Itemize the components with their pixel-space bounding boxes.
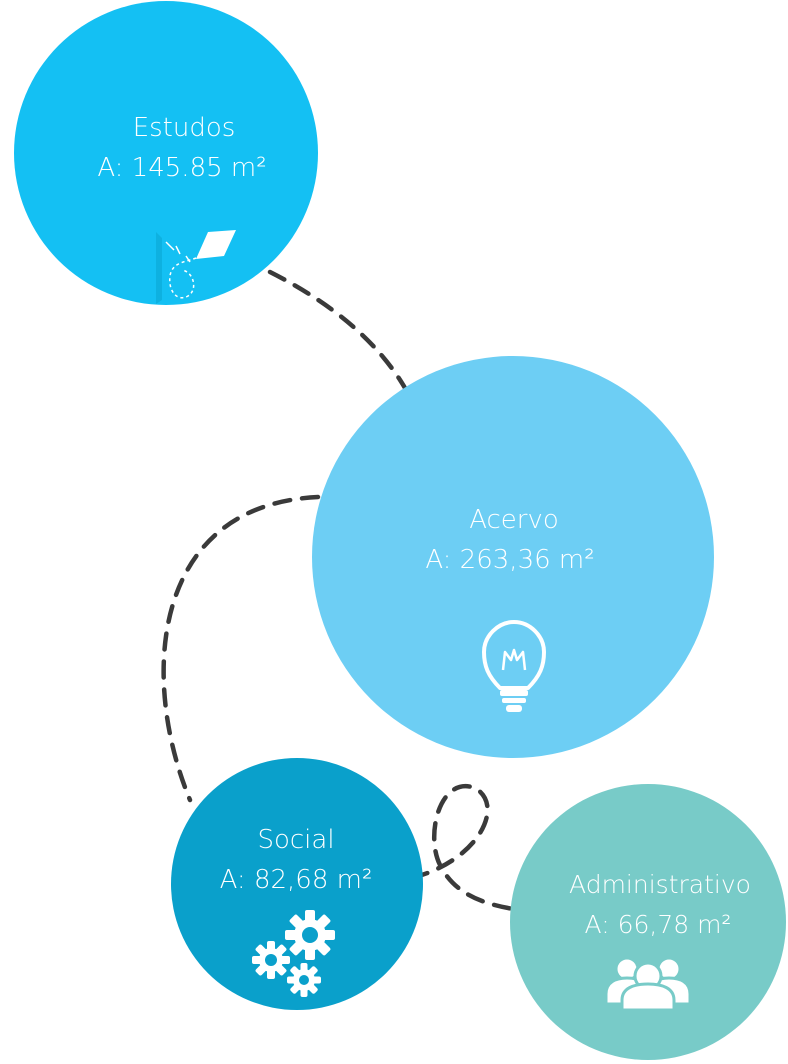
connectors [161,269,523,913]
space-estudos: Estudos A: 145.85 m² [14,1,318,305]
gears-icon [252,910,335,997]
space-acervo: Acervo A: 263,36 m² [312,356,714,758]
kite-icon [156,230,236,304]
space-social: Social A: 82,68 m² [171,758,423,1010]
space-name-administrativo: Administrativo [569,870,751,899]
lightbulb-icon [482,620,546,712]
space-administrativo: Administrativo A: 66,78 m² [510,784,786,1060]
bubble-acervo [312,356,714,758]
people-icon [604,956,692,1012]
bubble-estudos [14,1,318,305]
space-area-administrativo: A: 66,78 m² [585,910,732,939]
space-area-estudos: A: 145.85 m² [97,153,266,183]
space-name-social: Social [257,825,334,855]
connector-social-administrativo [409,783,523,913]
space-area-social: A: 82,68 m² [220,865,373,895]
bubble-social [171,758,423,1010]
space-name-acervo: Acervo [469,505,559,535]
space-area-acervo: A: 263,36 m² [425,545,594,575]
space-name-estudos: Estudos [133,113,236,143]
connector-acervo-social [161,494,321,803]
connector-estudos-acervo [267,269,408,391]
bubble-administrativo [510,784,786,1060]
